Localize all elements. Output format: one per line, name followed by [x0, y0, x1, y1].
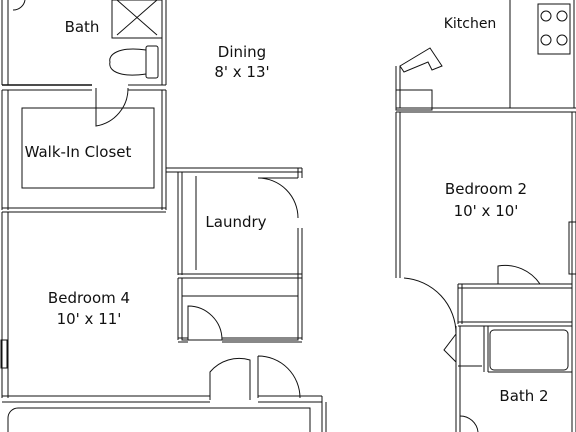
bath-2 [455, 326, 572, 432]
closet-door-swing [95, 87, 129, 127]
range-stove [537, 3, 571, 55]
dining-label: Dining [218, 43, 266, 61]
laundry-shelf [181, 295, 299, 341]
kitchen-area [395, 0, 576, 113]
bedroom-4 [0, 212, 327, 432]
bath-room [1, 0, 167, 91]
bathtub [489, 329, 569, 371]
bath2-label: Bath 2 [499, 387, 548, 405]
laundry-room [166, 167, 303, 343]
bedroom4-door-swing [209, 357, 251, 400]
walk-in-closet [1, 90, 167, 213]
laundry-label: Laundry [205, 213, 266, 231]
bedroom4-label: Bedroom 4 [48, 289, 130, 307]
kitchen-counter [395, 89, 433, 111]
bath-label: Bath [65, 18, 100, 36]
kitchen-label: Kitchen [444, 16, 497, 32]
hall-closet-door-swing [187, 305, 223, 341]
closet-shelf [21, 107, 155, 189]
bedroom4-size: 10' x 11' [57, 310, 122, 328]
toilet-icon [109, 45, 159, 79]
bedroom2-label: Bedroom 2 [445, 180, 527, 198]
bedroom2-closet-door [497, 264, 541, 285]
bedroom2-door-swing [403, 277, 457, 335]
bedroom4-window [0, 339, 8, 369]
hall-door-swing [257, 355, 301, 399]
toilet-partial-icon [12, 0, 26, 11]
bedroom-2 [395, 112, 576, 432]
bedroom2-size: 10' x 10' [454, 202, 519, 220]
laundry-door-swing [257, 177, 299, 219]
walk-in-closet-label: Walk-In Closet [25, 143, 132, 161]
pantry-door [399, 47, 443, 73]
dining-size: 8' x 13' [214, 63, 269, 81]
bedroom2-window [568, 221, 576, 275]
